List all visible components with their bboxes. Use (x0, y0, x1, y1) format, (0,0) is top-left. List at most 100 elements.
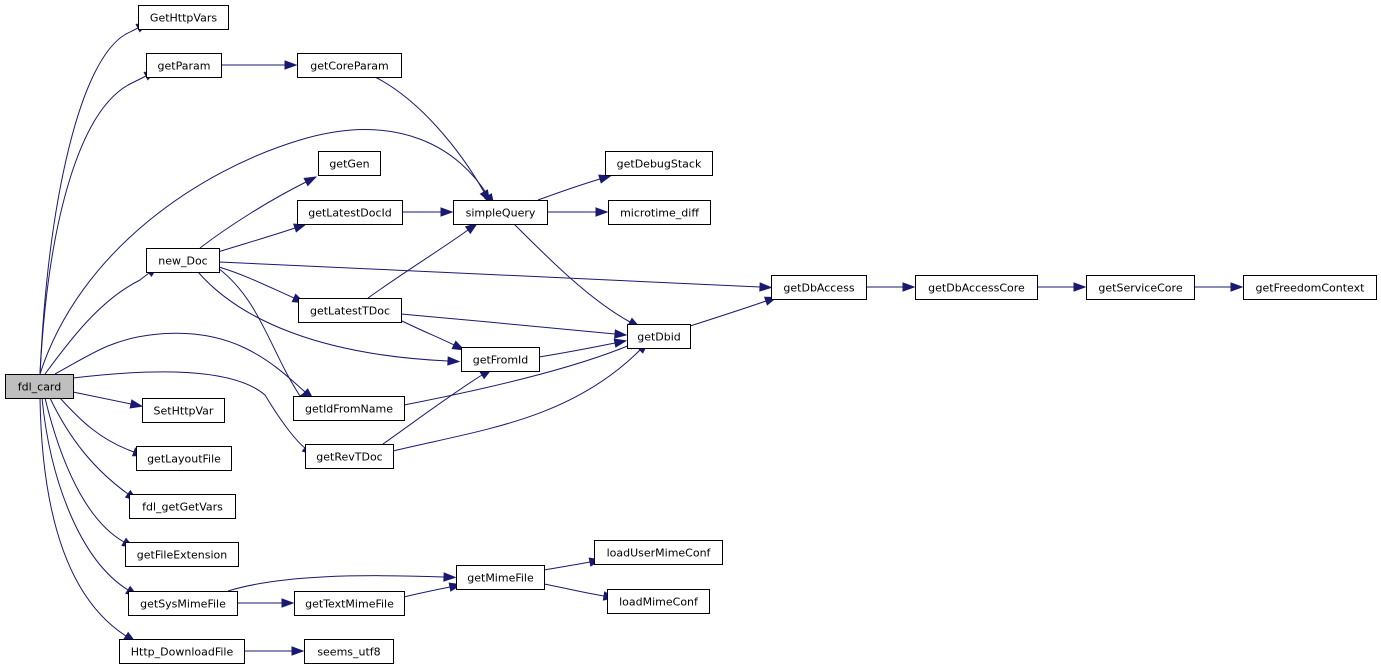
edge-getLatestTDoc-to-getDbid (400, 313, 616, 335)
node-label: getLayoutFile (147, 453, 221, 466)
node-getSysMimeFile[interactable]: getSysMimeFile (128, 591, 238, 616)
node-box (608, 200, 711, 225)
arrowhead-getFreedomContext (1230, 282, 1244, 292)
node-GetHttpVars[interactable]: GetHttpVars (138, 5, 229, 30)
arrowhead-SetHttpVar (129, 399, 144, 409)
node-simpleQuery[interactable]: simpleQuery (453, 200, 548, 225)
node-box (915, 275, 1038, 300)
edge-fdl_card-to-GetHttpVars (39, 27, 139, 375)
node-box (297, 53, 402, 78)
node-box (119, 639, 245, 664)
node-box (136, 446, 232, 471)
node-getParam[interactable]: getParam (146, 53, 222, 78)
node-box (298, 298, 402, 323)
edge-simpleQuery-to-getDebugStack (537, 178, 601, 201)
edge-getMimeFile-to-loadMimeConf (543, 583, 605, 597)
node-microtime_diff[interactable]: microtime_diff (608, 200, 711, 225)
edge-fdl_card-to-getLayoutFile (59, 397, 135, 453)
node-loadMimeConf[interactable]: loadMimeConf (607, 589, 710, 614)
node-getDbAccessCore[interactable]: getDbAccessCore (915, 275, 1038, 300)
node-new_Doc[interactable]: new_Doc (146, 248, 220, 273)
node-label: fdl_getGetVars (142, 501, 223, 514)
node-label: Http_DownloadFile (131, 646, 234, 659)
node-loadUserMimeConf[interactable]: loadUserMimeConf (594, 540, 723, 565)
node-label: getLatestTDoc (310, 305, 390, 318)
node-getFileExtension[interactable]: getFileExtension (125, 542, 239, 567)
node-getLatestDocId[interactable]: getLatestDocId (297, 200, 403, 225)
node-getDbAccess[interactable]: getDbAccess (771, 275, 867, 300)
node-box (294, 591, 405, 616)
node-box (461, 347, 540, 372)
edge-new_Doc-to-getLatestDocId (217, 227, 296, 253)
node-box (607, 589, 710, 614)
node-box (293, 396, 405, 421)
edge-new_Doc-to-getIdFromName (217, 267, 301, 397)
edge-getLatestTDoc-to-getFromId (399, 319, 455, 346)
edge-new_Doc-to-getLatestTDoc (218, 266, 295, 299)
edge-fdl_card-to-getRevTDoc (72, 371, 306, 449)
arrowhead-getServiceCore (1073, 282, 1087, 292)
edge-new_Doc-to-getGen (199, 181, 307, 249)
node-label: getLatestDocId (308, 207, 392, 220)
node-box (305, 444, 394, 469)
node-getMimeFile[interactable]: getMimeFile (456, 565, 545, 590)
node-getServiceCore[interactable]: getServiceCore (1086, 275, 1195, 300)
node-seems_utf8[interactable]: seems_utf8 (304, 639, 394, 664)
node-label: loadUserMimeConf (607, 547, 712, 560)
node-getRevTDoc[interactable]: getRevTDoc (305, 444, 394, 469)
node-label: getDbAccess (783, 282, 854, 295)
edge-fdl_card-to-SetHttpVar (72, 391, 132, 405)
node-box (771, 275, 867, 300)
arrowhead-getDbAccess (759, 282, 773, 292)
node-Http_DownloadFile[interactable]: Http_DownloadFile (119, 639, 245, 664)
node-label: getSysMimeFile (140, 598, 226, 611)
node-SetHttpVar[interactable]: SetHttpVar (142, 398, 225, 423)
node-box (627, 324, 691, 349)
node-fdl_card[interactable]: fdl_card (5, 374, 74, 399)
edge-getCoreParam-to-simpleQuery (374, 76, 485, 193)
node-label: fdl_card (18, 381, 62, 394)
edge-fdl_card-to-Http_DownloadFile (39, 397, 127, 637)
arrowhead-getDbAccessCore (902, 282, 916, 292)
edge-new_Doc-to-getDbAccess (218, 261, 761, 288)
node-getIdFromName[interactable]: getIdFromName (293, 396, 405, 421)
node-getTextMimeFile[interactable]: getTextMimeFile (294, 591, 405, 616)
node-getDbid[interactable]: getDbid (627, 324, 691, 349)
node-label: getGen (329, 158, 369, 171)
node-getCoreParam[interactable]: getCoreParam (297, 53, 402, 78)
node-box (594, 540, 723, 565)
node-label: getMimeFile (467, 572, 534, 585)
node-label: seems_utf8 (317, 646, 380, 659)
node-box (605, 151, 713, 176)
node-box (129, 494, 236, 519)
node-label: getRevTDoc (316, 451, 382, 464)
edge-new_Doc-to-getFromId (197, 271, 449, 362)
edge-getTextMimeFile-to-getMimeFile (403, 586, 451, 598)
node-fdl_getGetVars[interactable]: fdl_getGetVars (129, 494, 236, 519)
node-getFromId[interactable]: getFromId (461, 347, 540, 372)
arrowhead-getDbid (613, 338, 628, 348)
edge-getDbid-to-getDbAccess (689, 300, 767, 327)
node-label: getParam (158, 60, 211, 73)
edge-getRevTDoc-to-getFromId (382, 374, 483, 445)
node-box (1243, 275, 1377, 300)
node-getGen[interactable]: getGen (318, 151, 381, 176)
node-getLayoutFile[interactable]: getLayoutFile (136, 446, 232, 471)
node-label: SetHttpVar (154, 405, 214, 418)
node-getDebugStack[interactable]: getDebugStack (605, 151, 713, 176)
arrowhead-getMimeFile (443, 572, 457, 582)
node-getLatestTDoc[interactable]: getLatestTDoc (298, 298, 402, 323)
node-label: getFileExtension (137, 549, 227, 562)
node-label: getDbAccessCore (928, 282, 1025, 295)
edge-getIdFromName-to-getDbid (403, 344, 631, 406)
node-getFreedomContext[interactable]: getFreedomContext (1243, 275, 1377, 300)
nodes-layer: fdl_card GetHttpVars getParam getCoreParam g… (5, 5, 1377, 664)
node-label: loadMimeConf (619, 596, 699, 609)
node-label: new_Doc (158, 255, 207, 268)
arrowhead-getDbid (614, 329, 628, 339)
node-box (125, 542, 239, 567)
node-label: simpleQuery (466, 207, 536, 220)
edge-fdl_card-to-fdl_getGetVars (49, 397, 129, 495)
node-box (1086, 275, 1195, 300)
